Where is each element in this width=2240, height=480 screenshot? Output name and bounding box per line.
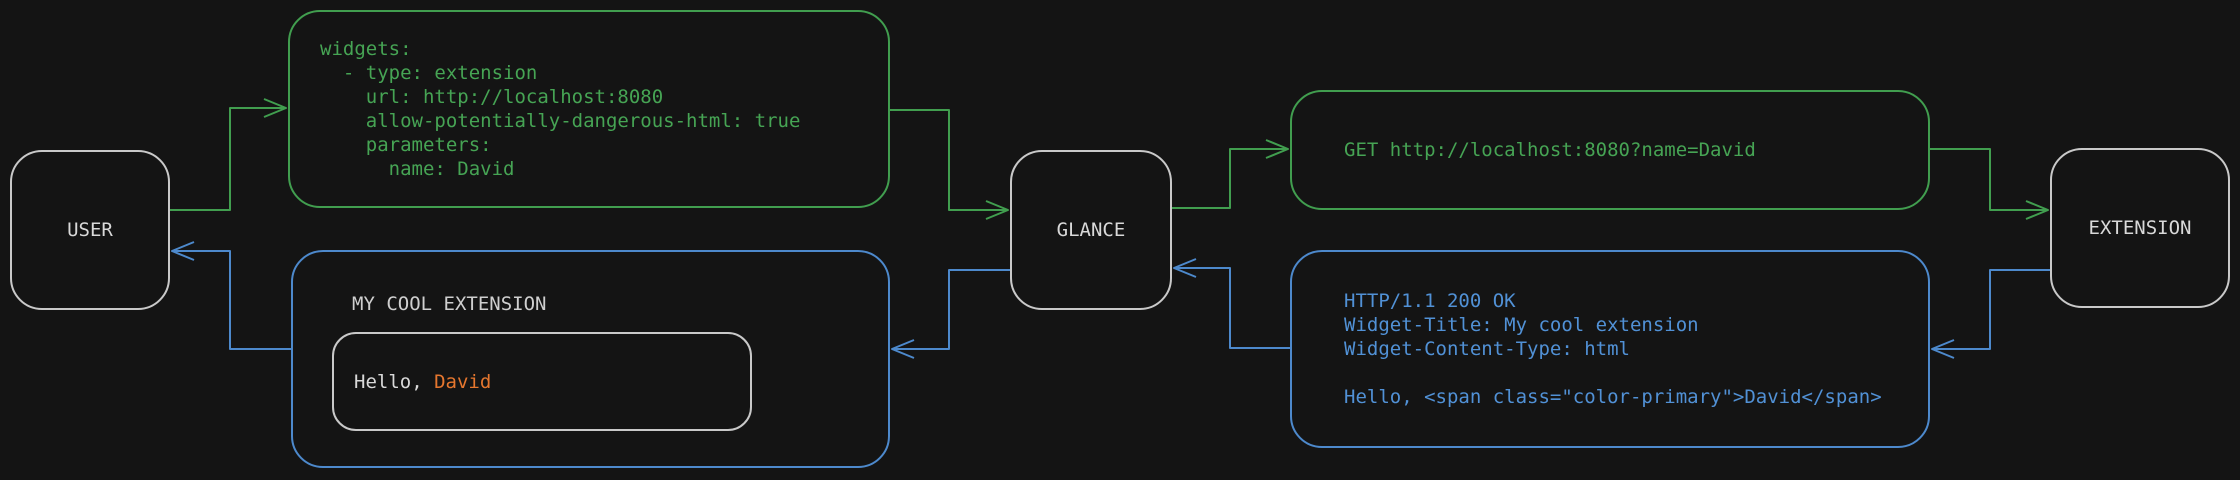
widget-title: MY COOL EXTENSION <box>352 293 547 315</box>
extension-node: EXTENSION <box>2050 148 2230 308</box>
yaml-config-code: widgets: - type: extension url: http://l… <box>320 38 801 180</box>
arrow-user-to-config <box>170 98 287 211</box>
arrow-response-to-glance <box>1173 258 1290 349</box>
arrow-request-to-extension <box>1930 148 2049 220</box>
arrow-glance-to-request <box>1172 139 1289 209</box>
extension-node-label: EXTENSION <box>2088 217 2192 239</box>
http-request-box: GET http://localhost:8080?name=David <box>1290 90 1930 210</box>
user-node: USER <box>10 150 170 310</box>
yaml-config-box: widgets: - type: extension url: http://l… <box>288 10 890 208</box>
glance-node-label: GLANCE <box>1056 219 1126 241</box>
widget-greeting-box: Hello, David <box>332 332 752 431</box>
user-node-label: USER <box>67 219 113 241</box>
http-request-code: GET http://localhost:8080?name=David <box>1344 139 1756 161</box>
widget-preview-box: MY COOL EXTENSION Hello, David <box>291 250 890 468</box>
http-response-box: HTTP/1.1 200 OK Widget-Title: My cool ex… <box>1290 250 1930 448</box>
arrow-widget-to-user <box>171 241 291 350</box>
greeting-prefix: Hello, <box>354 370 435 393</box>
arrow-glance-to-widget <box>891 269 1010 359</box>
arrow-config-to-glance <box>890 109 1009 220</box>
glance-node: GLANCE <box>1010 150 1172 310</box>
http-response-code: HTTP/1.1 200 OK Widget-Title: My cool ex… <box>1344 290 1882 408</box>
arrow-extension-to-response <box>1931 269 2050 359</box>
greeting-name: David <box>434 370 492 393</box>
